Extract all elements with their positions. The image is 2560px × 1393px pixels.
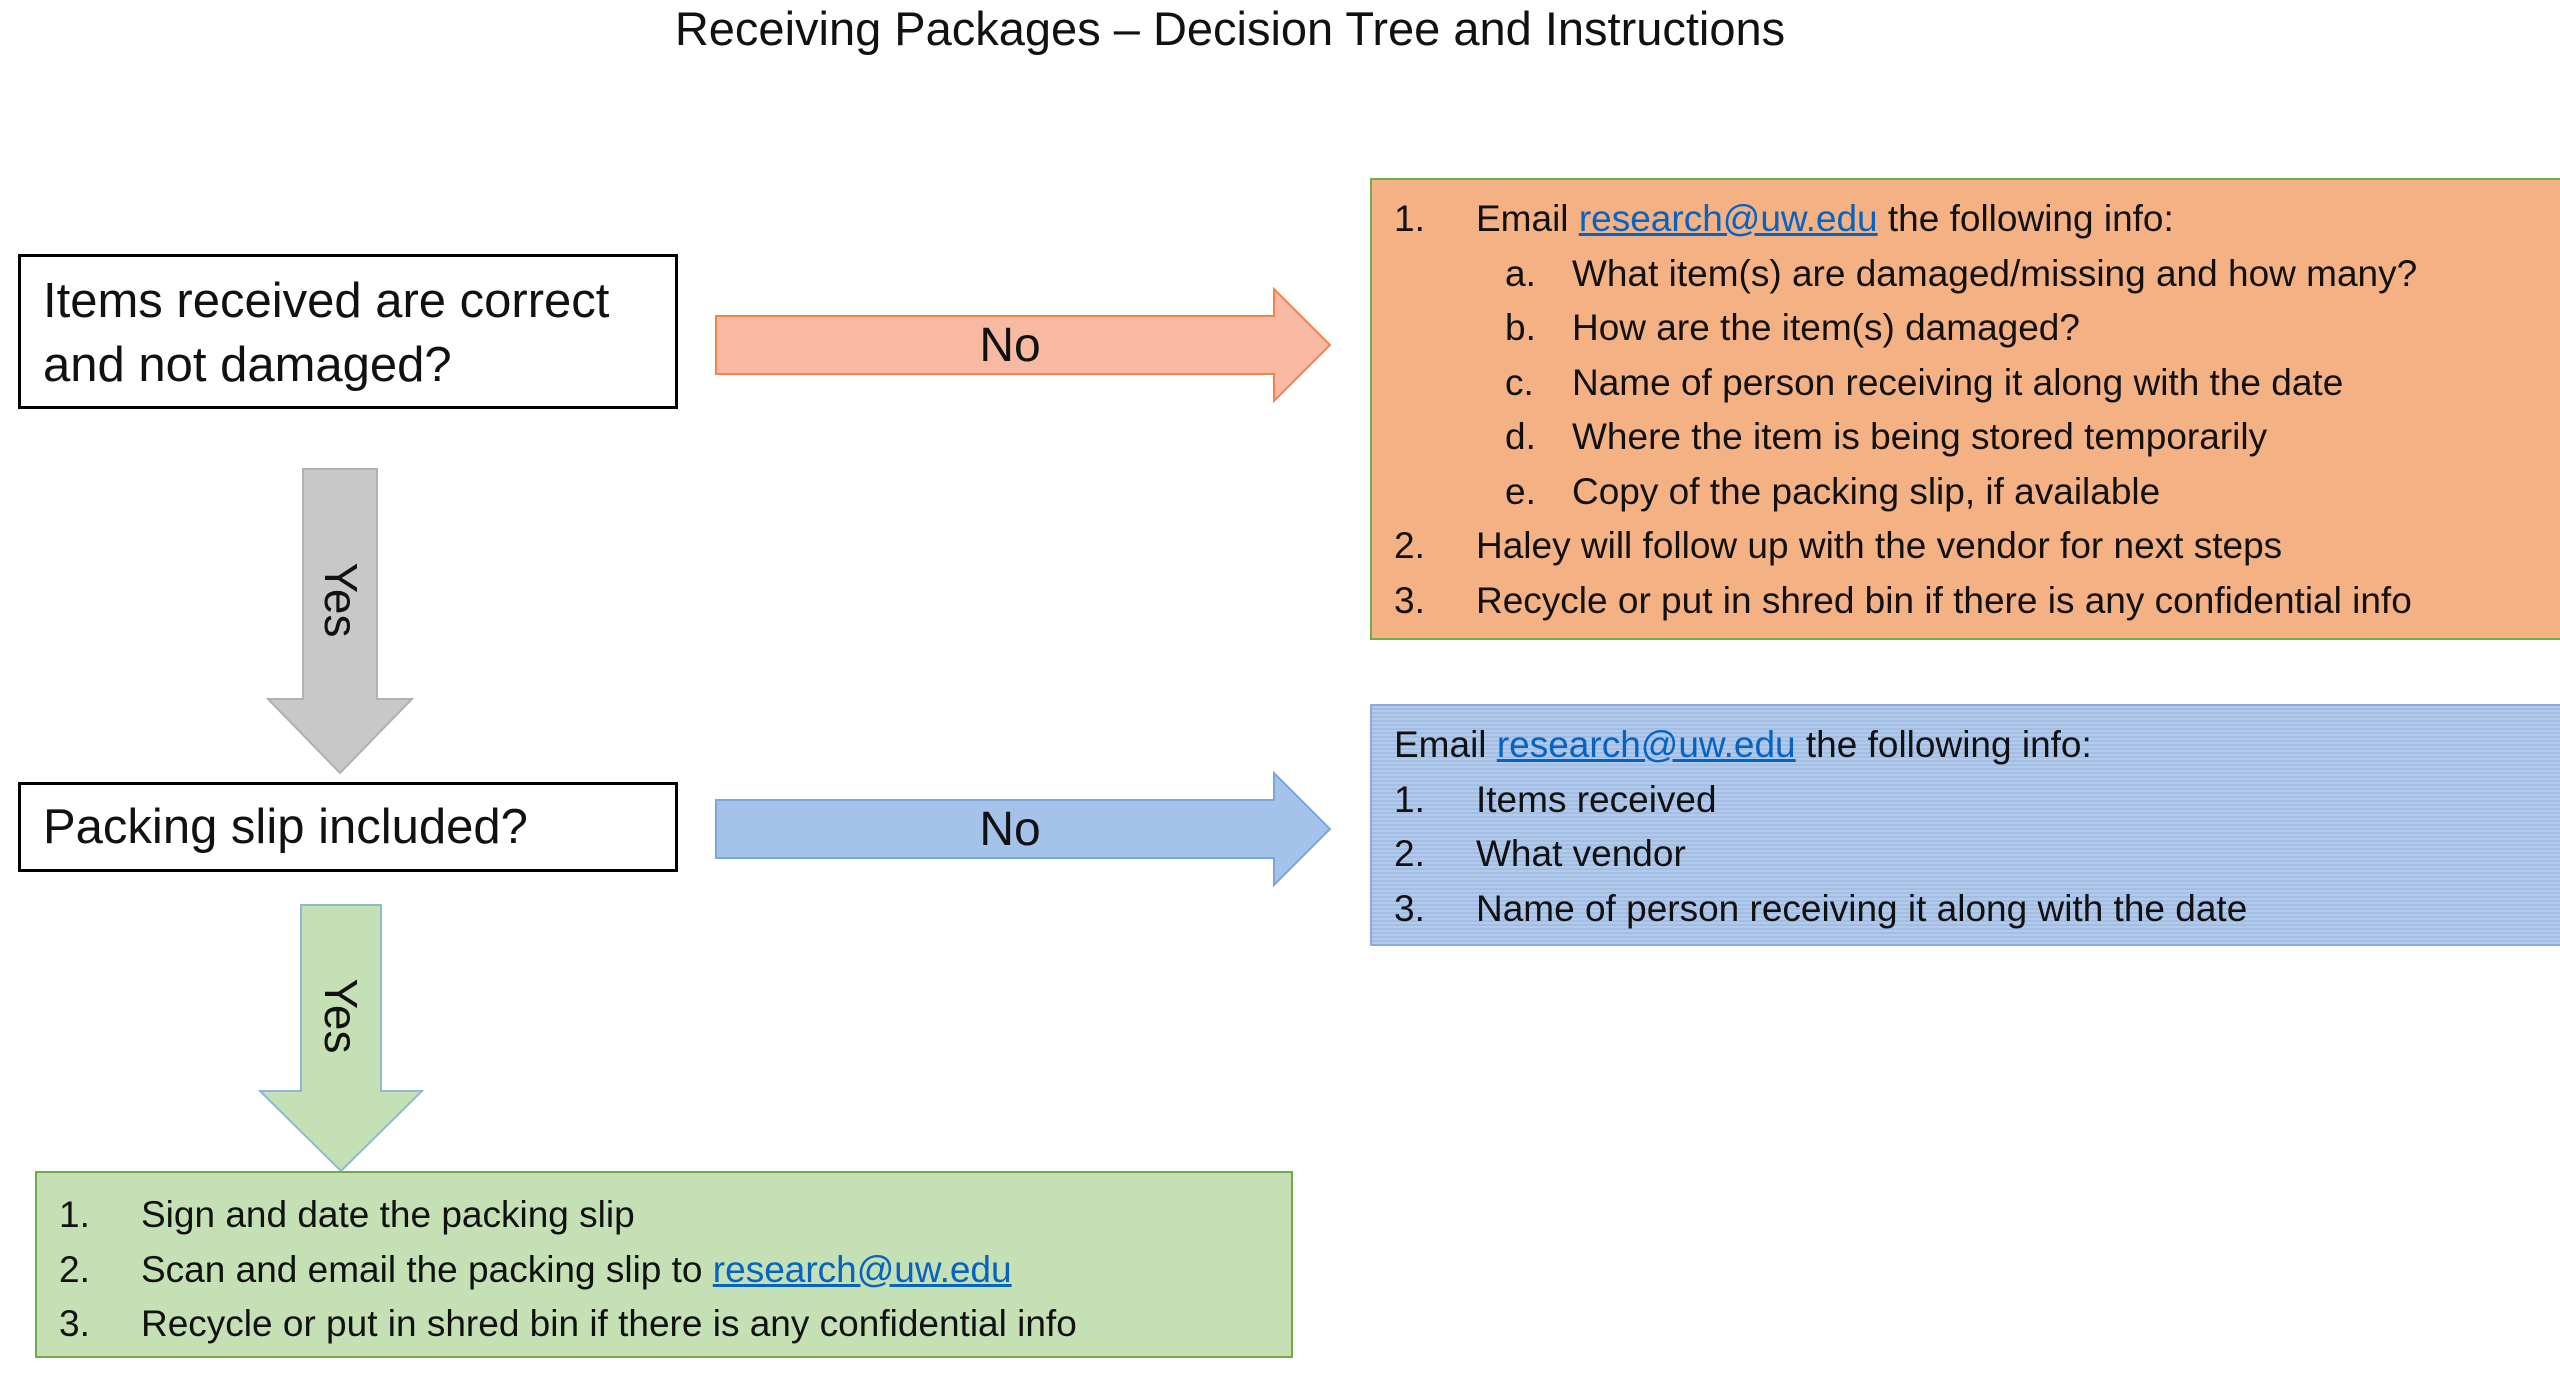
no-slip-item: 1. Items received — [1372, 773, 2560, 828]
decision-box-packing-slip: Packing slip included? — [18, 782, 678, 872]
list-text: Scan and email the packing slip to resea… — [141, 1243, 1012, 1298]
list-text: Name of person receiving it along with t… — [1476, 887, 2248, 929]
no-slip-instructions-panel: Email research@uw.edu the following info… — [1370, 704, 2560, 946]
list-number: 1. — [59, 1194, 90, 1235]
slip-item-3: 3. Recycle or put in shred bin if there … — [37, 1297, 1291, 1352]
yes-arrow-to-packing-slip — [265, 468, 415, 775]
damaged-item-3: 3. Recycle or put in shred bin if there … — [1372, 574, 2560, 629]
damaged-subitem: b. How are the item(s) damaged? — [1372, 301, 2560, 356]
no-slip-item: 3. Name of person receiving it along wit… — [1372, 882, 2560, 937]
list-number: 1. — [1394, 778, 1425, 820]
email-suffix: the following info: — [1795, 724, 2092, 765]
damaged-instructions-panel: 1. Email research@uw.edu the following i… — [1370, 178, 2560, 640]
intro-text: Email research@uw.edu the following info… — [1394, 718, 2092, 773]
slip-item-2: 2. Scan and email the packing slip to re… — [37, 1243, 1291, 1298]
list-number: 2. — [1394, 525, 1425, 566]
email-link[interactable]: research@uw.edu — [1578, 198, 1878, 239]
yes-label-green: Yes — [315, 978, 367, 1054]
list-number: 3. — [1394, 887, 1425, 929]
page-title: Receiving Packages – Decision Tree and I… — [674, 2, 1786, 55]
damaged-item-2: 2. Haley will follow up with the vendor … — [1372, 519, 2560, 574]
sub-text: What item(s) are damaged/missing and how… — [1572, 252, 2418, 294]
no-arrow-damaged — [715, 286, 1332, 404]
damaged-subitem: d. Where the item is being stored tempor… — [1372, 410, 2560, 465]
yes-arrow-green-shape — [257, 904, 425, 1173]
list-number: 2. — [1394, 833, 1425, 874]
damaged-subitem: a. What item(s) are damaged/missing and … — [1372, 247, 2560, 302]
list-text: Items received — [1476, 778, 1717, 820]
email-link[interactable]: research@uw.edu — [712, 1248, 1012, 1290]
decision-box-items-correct: Items received are correct and not damag… — [18, 254, 678, 409]
email-suffix: the following info: — [1877, 198, 2174, 239]
list-text: What vendor — [1476, 833, 1686, 874]
list-number: 2. — [59, 1248, 90, 1290]
sub-letter: a. — [1505, 252, 1536, 294]
sub-text: Copy of the packing slip, if available — [1572, 470, 2161, 512]
sub-text: Name of person receiving it along with t… — [1572, 361, 2344, 403]
decision-text-line-2: and not damaged? — [43, 338, 452, 392]
no-label-packing-slip: No — [979, 803, 1041, 856]
email-prefix: Email — [1394, 724, 1497, 765]
sub-text: How are the item(s) damaged? — [1572, 307, 2080, 348]
list-number: 3. — [59, 1303, 90, 1344]
damaged-item-1: 1. Email research@uw.edu the following i… — [1372, 192, 2560, 247]
list-text: Recycle or put in shred bin if there is … — [1476, 579, 2412, 621]
sub-letter: e. — [1505, 470, 1536, 512]
list-text: Email research@uw.edu the following info… — [1476, 192, 2174, 247]
no-slip-intro: Email research@uw.edu the following info… — [1372, 718, 2560, 773]
sub-letter: c. — [1505, 361, 1534, 403]
no-label-damaged: No — [979, 319, 1041, 372]
slip-instructions-panel: 1. Sign and date the packing slip 2. Sca… — [35, 1171, 1293, 1358]
damaged-subitem: c. Name of person receiving it along wit… — [1372, 356, 2560, 411]
list-number: 3. — [1394, 579, 1425, 621]
yes-arrow-to-slip-steps — [257, 904, 425, 1173]
no-arrow-packing-slip — [715, 770, 1332, 888]
slip-item-1: 1. Sign and date the packing slip — [37, 1188, 1291, 1243]
damaged-subitem: e. Copy of the packing slip, if availabl… — [1372, 465, 2560, 520]
sub-letter: b. — [1505, 307, 1536, 348]
list-number: 1. — [1394, 198, 1425, 239]
no-arrow-packing-slip-shape — [715, 770, 1332, 888]
no-arrow-damaged-shape — [715, 286, 1332, 404]
list-text: Recycle or put in shred bin if there is … — [141, 1303, 1077, 1344]
sub-letter: d. — [1505, 416, 1536, 457]
yes-arrow-gray-shape — [265, 468, 415, 775]
email-prefix: Email — [1476, 198, 1579, 239]
scan-email-prefix: Scan and email the packing slip to — [141, 1248, 713, 1290]
list-text: Haley will follow up with the vendor for… — [1476, 525, 2283, 566]
decision-text-line-1: Items received are correct — [43, 274, 610, 328]
no-slip-item: 2. What vendor — [1372, 827, 2560, 882]
decision-text: Packing slip included? — [43, 800, 528, 854]
yes-label-gray: Yes — [315, 562, 367, 638]
list-text: Sign and date the packing slip — [141, 1194, 635, 1235]
email-link[interactable]: research@uw.edu — [1496, 724, 1796, 765]
sub-text: Where the item is being stored temporari… — [1572, 416, 2268, 457]
